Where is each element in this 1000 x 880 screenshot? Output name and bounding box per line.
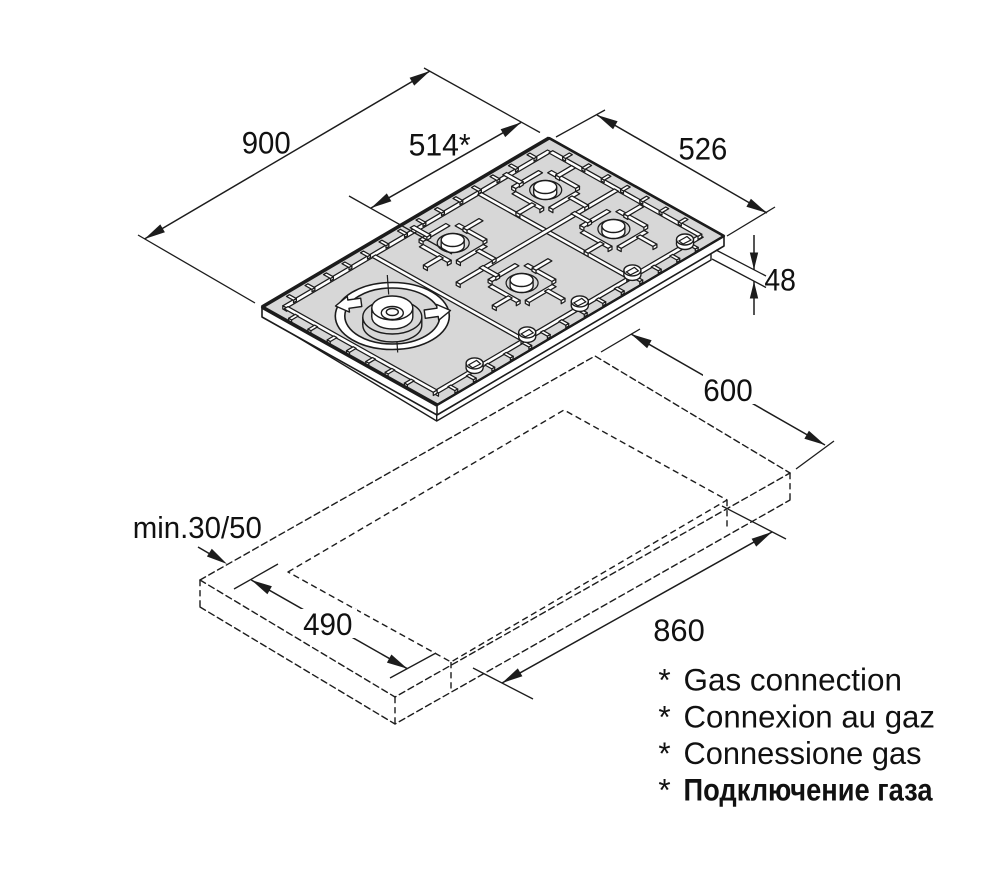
svg-text:min.30/50: min.30/50 [133,510,262,545]
svg-text:860: 860 [653,612,705,648]
svg-text:Connexion au gaz: Connexion au gaz [684,698,936,734]
svg-text:*: * [658,772,670,808]
svg-text:900: 900 [242,125,291,161]
svg-text:Connessione gas: Connessione gas [684,735,922,771]
svg-text:Gas connection: Gas connection [684,662,903,698]
svg-text:*: * [658,735,670,771]
svg-text:490: 490 [303,606,352,642]
svg-text:514*: 514* [409,127,471,163]
svg-text:48: 48 [764,262,796,298]
svg-text:600: 600 [703,372,752,408]
svg-text:*: * [658,698,670,734]
svg-text:Подключение газа: Подключение газа [684,772,933,808]
svg-text:*: * [658,662,670,698]
svg-text:526: 526 [679,131,728,167]
